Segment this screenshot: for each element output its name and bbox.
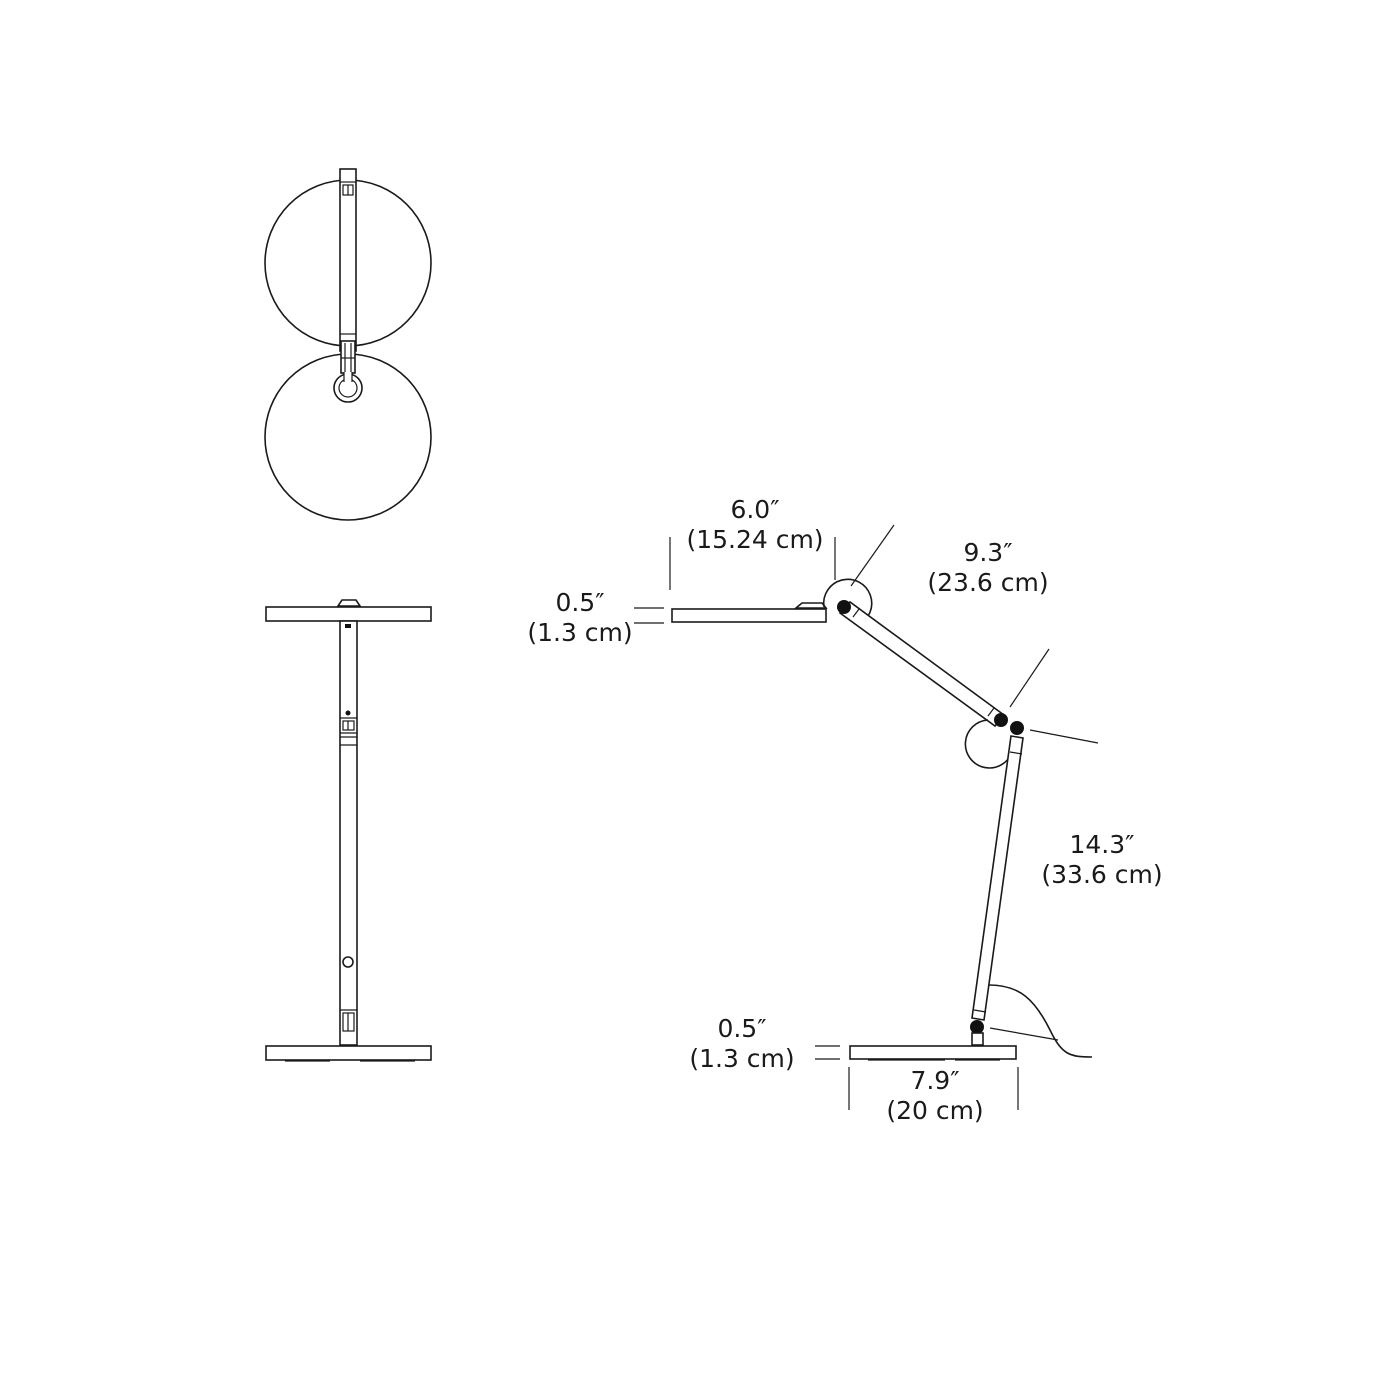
dim-head-thickness: 0.5″ (1.3 cm) [520,588,640,648]
dim-head-width-metric: (15.24 cm) [686,525,824,554]
upper-arm [838,600,1006,728]
joint-base [970,1020,984,1034]
switch-button-icon [342,956,354,968]
pole [339,620,358,1046]
joint-elbow-a [994,713,1008,727]
power-cord [988,984,1093,1058]
dim-base-thickness-metric: (1.3 cm) [689,1044,795,1073]
dim-lower-arm-imperial: 14.3″ [1069,830,1135,859]
dim-head-width-imperial: 6.0″ [730,495,780,524]
dim-lower-arm: 14.3″ (33.6 cm) [1032,830,1172,890]
dim-base-thickness: 0.5″ (1.3 cm) [682,1014,802,1074]
dim-base-width: 7.9″ (20 cm) [875,1066,995,1126]
dim-base-width-metric: (20 cm) [886,1096,984,1125]
front-view [265,599,432,1062]
joint-elbow-b [1010,721,1024,735]
dim-upper-arm-imperial: 9.3″ [963,538,1013,567]
dim-head-thickness-metric: (1.3 cm) [527,618,633,647]
joint-head [837,600,851,614]
dim-base-width-imperial: 7.9″ [910,1066,960,1095]
base-bar [265,1045,432,1061]
dim-upper-arm-metric: (23.6 cm) [927,568,1049,597]
arm-top-view [339,168,357,352]
top-view [264,168,432,521]
lamp-head [671,608,827,623]
dim-head-thickness-imperial: 0.5″ [555,588,605,617]
dim-head-width: 6.0″ (15.24 cm) [680,495,830,555]
dim-base-thickness-imperial: 0.5″ [717,1014,767,1043]
lower-arm [971,735,1024,1021]
dim-upper-arm: 9.3″ (23.6 cm) [918,538,1058,598]
side-view [634,524,1099,1110]
lamp-base [849,1045,1017,1060]
head-bar [265,606,432,622]
dim-lower-arm-metric: (33.6 cm) [1041,860,1163,889]
